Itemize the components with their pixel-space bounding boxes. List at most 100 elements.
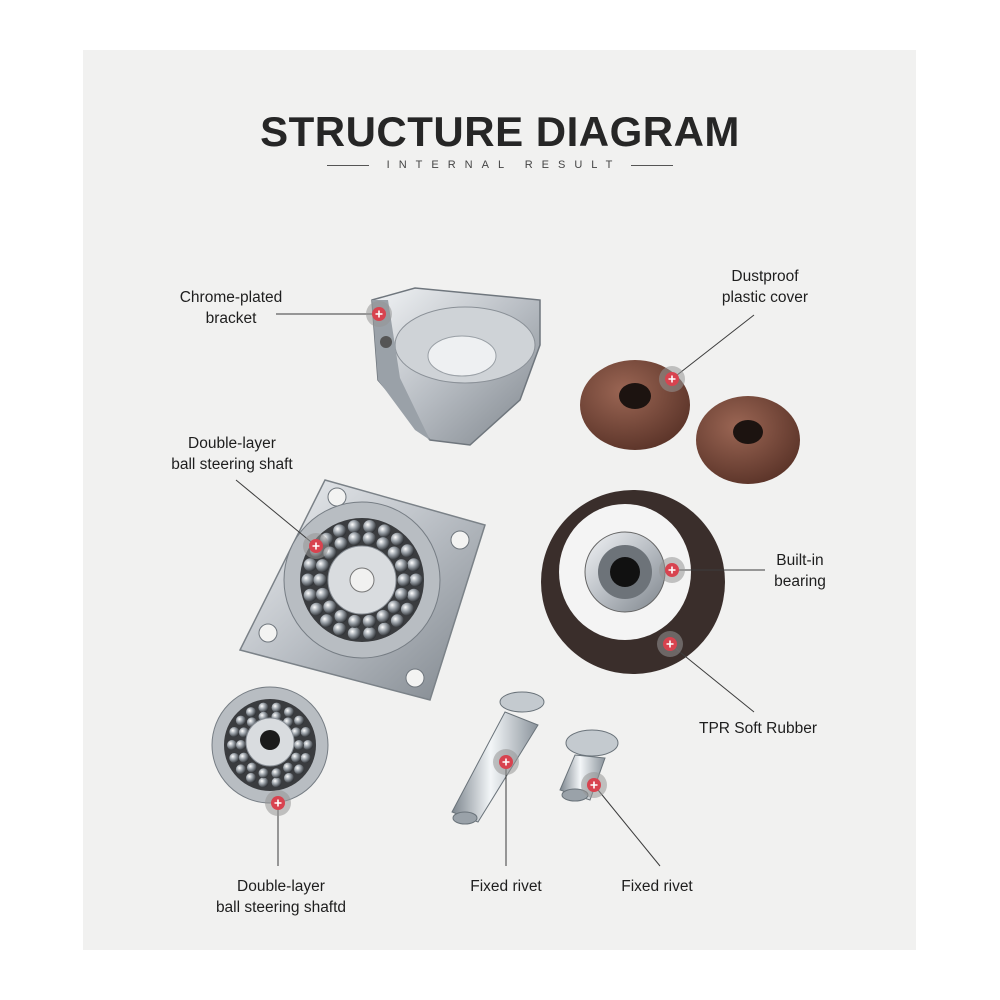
steel-ball <box>348 614 362 628</box>
label-chrome-plated-bracket: Chrome-plated bracket <box>168 287 294 329</box>
leader-line-rubber <box>669 643 755 713</box>
subtitle-row: INTERNAL RESULT <box>0 159 1000 171</box>
ball-plate-part <box>238 479 486 701</box>
label-line: bracket <box>205 310 257 327</box>
label-line: TPR Soft Rubber <box>698 720 818 737</box>
steel-ball <box>291 752 302 763</box>
steel-ball <box>246 772 256 783</box>
label-tpr-soft-rubber: TPR Soft Rubber <box>690 718 826 739</box>
steel-ball <box>407 558 421 572</box>
plus-marker-icon <box>366 301 392 327</box>
label-line: Fixed rivet <box>621 878 693 895</box>
steel-ball <box>407 588 421 602</box>
steel-ball <box>400 544 414 558</box>
plus-markers <box>265 301 685 816</box>
steel-ball <box>334 537 348 551</box>
diagram-panel <box>83 50 916 950</box>
steel-ball <box>303 740 313 750</box>
label-line: ball steering shaftd <box>215 899 347 916</box>
label-fixed-rivet-1: Fixed rivet <box>456 876 556 897</box>
steel-ball <box>229 752 240 763</box>
steel-ball <box>284 772 294 783</box>
plus-marker-icon <box>493 749 519 775</box>
steel-ball <box>334 609 348 623</box>
plus-marker-icon <box>265 790 291 816</box>
leader-lines <box>235 313 765 867</box>
label-line: Fixed rivet <box>470 878 542 895</box>
leader-line-cover <box>671 314 755 380</box>
steel-ball <box>348 532 362 546</box>
steel-ball <box>271 768 282 779</box>
subtitle-rule-right <box>631 164 674 166</box>
label-double-layer-ball-steering-shaft: Double-layer ball steering shaft <box>158 433 306 475</box>
steel-ball <box>409 573 423 587</box>
steel-ball <box>227 740 237 750</box>
steel-ball <box>394 559 408 573</box>
steel-ball <box>301 573 315 587</box>
label-line: Dustproof <box>731 268 799 285</box>
steel-ball <box>320 614 334 628</box>
label-line: Built-in <box>776 552 824 569</box>
steel-ball <box>291 727 302 738</box>
steel-ball <box>316 559 330 573</box>
steel-ball <box>313 573 327 587</box>
steel-ball <box>387 600 401 614</box>
plus-marker-icon <box>657 631 683 657</box>
steel-ball <box>400 602 414 616</box>
label-line: Chrome-plated <box>179 289 283 306</box>
steel-ball <box>363 520 377 534</box>
label-line: Double-layer <box>188 435 276 452</box>
steel-ball <box>258 702 269 713</box>
steel-ball <box>294 715 305 726</box>
steel-ball <box>258 768 269 779</box>
steel-ball <box>303 558 317 572</box>
steel-ball <box>333 524 347 538</box>
label-double-layer-ball-steering-shaftd: Double-layer ball steering shaftd <box>200 876 362 918</box>
label-dustproof-plastic-cover: Dustproof plastic cover <box>706 266 824 308</box>
plus-marker-icon <box>659 557 685 583</box>
leader-line-rivet-2 <box>593 784 661 867</box>
steel-ball <box>316 587 330 601</box>
steel-ball <box>387 546 401 560</box>
small-ball-ring-part <box>211 686 329 804</box>
steel-ball <box>347 626 361 640</box>
steel-ball <box>284 707 294 718</box>
wheel-part <box>541 490 725 674</box>
plus-marker-icon <box>659 366 685 392</box>
label-line: bearing <box>774 573 826 590</box>
steel-ball <box>310 602 324 616</box>
leader-line-shaft <box>235 479 317 547</box>
steel-ball <box>235 715 246 726</box>
chrome-plated-bracket-part <box>371 287 541 446</box>
steel-ball <box>271 702 282 713</box>
steel-ball <box>376 537 390 551</box>
steel-ball <box>363 626 377 640</box>
steel-ball <box>390 532 404 546</box>
steel-ball <box>323 600 337 614</box>
label-line: plastic cover <box>721 289 809 306</box>
label-line: Double-layer <box>237 878 325 895</box>
steel-ball <box>362 532 376 546</box>
steel-ball <box>294 740 304 750</box>
steel-ball <box>300 752 311 763</box>
dustproof-cover-part-2 <box>696 396 800 484</box>
label-line: ball steering shaft <box>171 456 293 473</box>
steel-ball <box>229 727 240 738</box>
steel-ball <box>235 764 246 775</box>
steel-ball <box>283 762 294 773</box>
steel-ball <box>300 727 311 738</box>
steel-ball <box>246 707 256 718</box>
steel-ball <box>303 588 317 602</box>
steel-ball <box>258 777 269 788</box>
steel-ball <box>397 573 411 587</box>
steel-ball <box>333 622 347 636</box>
steel-ball <box>362 614 376 628</box>
subtitle-rule-left <box>326 164 369 166</box>
steel-ball <box>238 727 249 738</box>
steel-ball <box>390 614 404 628</box>
steel-ball <box>238 752 249 763</box>
steel-ball <box>376 609 390 623</box>
steel-ball <box>246 762 257 773</box>
steel-ball <box>394 587 408 601</box>
